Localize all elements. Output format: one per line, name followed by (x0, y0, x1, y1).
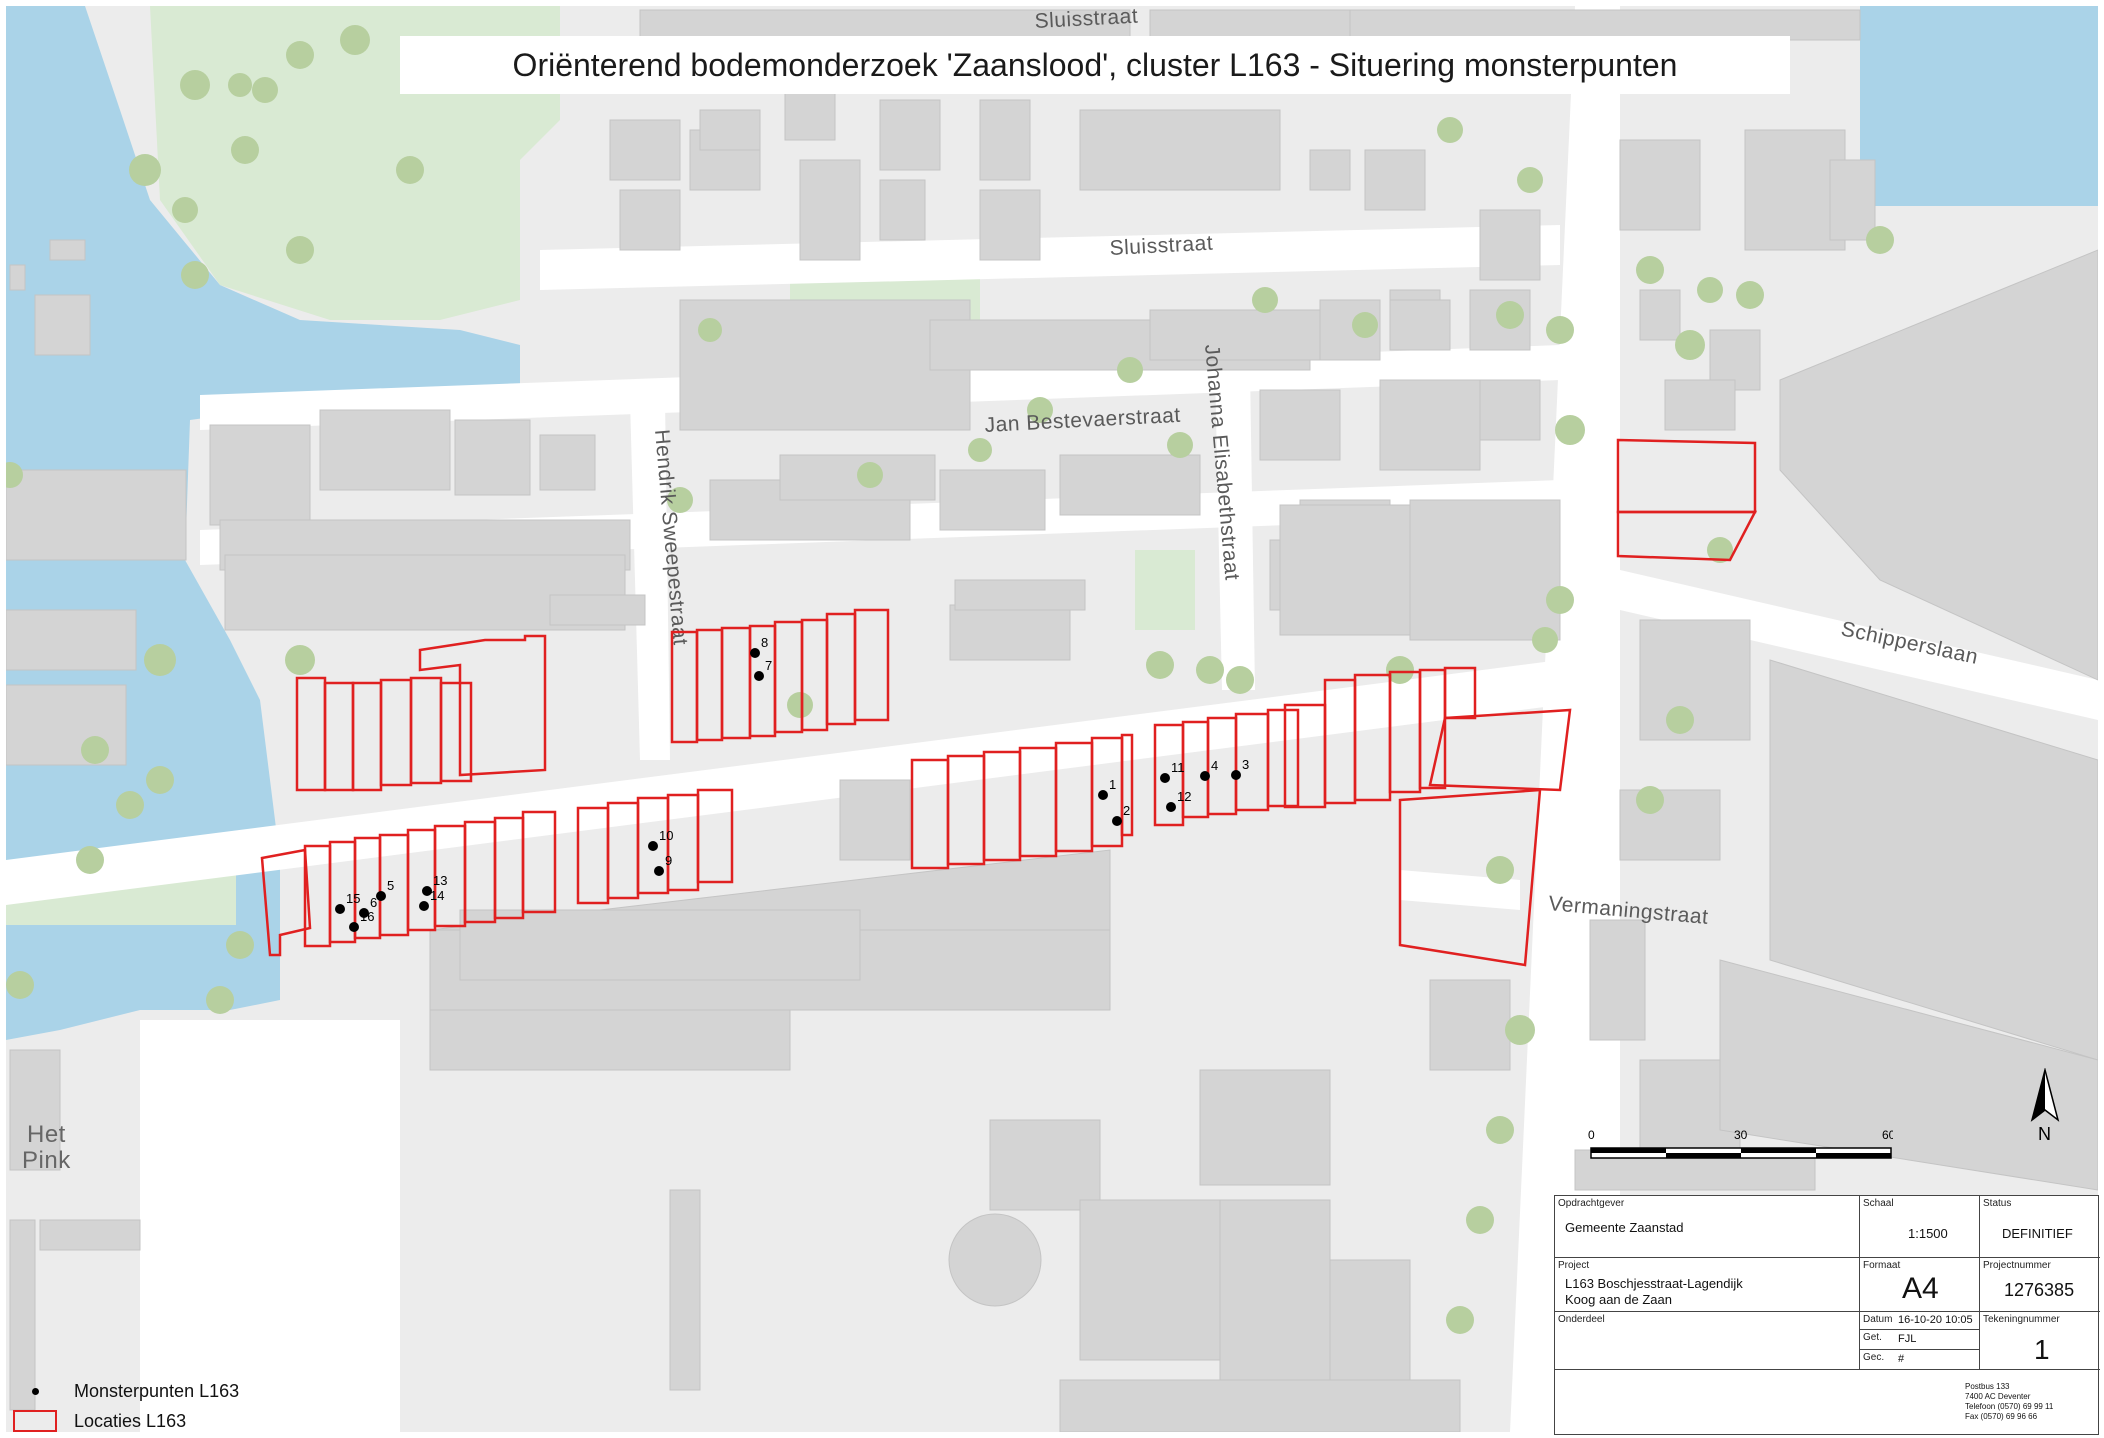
tb-formaat: Formaat A4 (1860, 1258, 1980, 1312)
tb-onderdeel: Onderdeel (1555, 1312, 1860, 1370)
tb-datum: Datum 16-10-20 10:05 (1860, 1312, 1980, 1330)
tb-label: Gec. (1863, 1352, 1885, 1363)
buildings (6, 9, 2098, 1432)
monsterpunt-6[interactable] (359, 908, 369, 918)
tb-value-gec: # (1898, 1353, 1905, 1365)
tb-address-3: Telefoon (0570) 69 99 11 (1965, 1402, 2054, 1411)
monsterpunt-13[interactable] (422, 886, 432, 896)
tb-address-1: Postbus 133 (1965, 1382, 2010, 1391)
tb-value-projectnummer: 1276385 (2004, 1280, 2075, 1300)
place-label-pink: Pink (22, 1147, 71, 1174)
tb-status: Status DEFINITIEF (1980, 1196, 2100, 1258)
tb-label: Status (1983, 1198, 2012, 1209)
tb-value-schaal: 1:1500 (1908, 1226, 1948, 1241)
scale-tick-30: 30 (1734, 1128, 1748, 1142)
trees (6, 25, 1894, 1334)
point-symbol-icon (31, 1387, 39, 1395)
scale-tick-60: 60 (1882, 1128, 1893, 1142)
locations-l163[interactable] (260, 438, 1758, 967)
north-label: N (2038, 1124, 2051, 1144)
tb-address: Postbus 133 7400 AC Deventer Telefoon (0… (1555, 1370, 2100, 1436)
place-label-het: Het (27, 1121, 66, 1148)
monsterpunt-label-15: 15 (346, 891, 360, 906)
tb-label: Formaat (1863, 1260, 1901, 1271)
tb-value-project-2: Koog aan de Zaan (1565, 1292, 1672, 1307)
tb-label: Opdrachtgever (1558, 1198, 1625, 1209)
scale-tick-0: 0 (1588, 1128, 1595, 1142)
tb-value-tekeningnummer: 1 (2034, 1334, 2050, 1365)
map-title: Oriënterend bodemonderzoek 'Zaanslood', … (400, 36, 1790, 94)
monsterpunt-7[interactable] (754, 671, 764, 681)
water-areas (6, 6, 2098, 1040)
monsterpunt-10[interactable] (648, 841, 658, 851)
monsterpunt-label-13: 13 (433, 873, 447, 888)
tb-label: Schaal (1863, 1198, 1894, 1209)
monsterpunt-8[interactable] (750, 648, 760, 658)
legend-row-points: Monsterpunten L163 (10, 1376, 239, 1406)
monsterpunt-15[interactable] (335, 904, 345, 914)
monsterpunt-1[interactable] (1098, 790, 1108, 800)
tb-label: Projectnummer (1983, 1260, 2051, 1271)
monsterpunt-9[interactable] (654, 866, 664, 876)
monsterpunt-14[interactable] (419, 901, 429, 911)
tb-address-2: 7400 AC Deventer (1965, 1392, 2031, 1401)
legend-label-locations: Locaties L163 (74, 1410, 187, 1431)
roads (6, 6, 2098, 1432)
title-block: Opdrachtgever Gemeente Zaanstad Schaal 1… (1554, 1195, 2100, 1436)
tb-label: Tekeningnummer (1983, 1314, 2060, 1325)
tb-value-status: DEFINITIEF (2002, 1226, 2073, 1241)
monsterpunt-label-9: 9 (665, 853, 672, 868)
monsterpunt-12[interactable] (1166, 802, 1176, 812)
monsterpunt-label-14: 14 (430, 888, 444, 903)
legend-label-points: Monsterpunten L163 (74, 1380, 240, 1401)
legend: Monsterpunten L163 Locaties L163 (10, 1376, 239, 1436)
tb-label: Project (1558, 1260, 1590, 1271)
tb-opdrachtgever: Opdrachtgever Gemeente Zaanstad (1555, 1196, 1860, 1258)
monsterpunt-label-10: 10 (659, 828, 673, 843)
monsterpunt-3[interactable] (1231, 770, 1241, 780)
monsterpunt-5[interactable] (376, 891, 386, 901)
monsterpunt-label-6: 6 (370, 895, 377, 910)
tb-value-get: FJL (1898, 1333, 1917, 1345)
tb-get: Get. FJL (1860, 1330, 1980, 1350)
tb-gec: Gec. # (1860, 1350, 1980, 1370)
monsterpunt-label-2: 2 (1123, 803, 1130, 818)
monsterpunt-2[interactable] (1112, 816, 1122, 826)
monsterpunt-label-11: 11 (1171, 760, 1185, 775)
tb-tekeningnummer: Tekeningnummer 1 (1980, 1312, 2100, 1370)
monsterpunt-11[interactable] (1160, 773, 1170, 783)
tb-value-formaat: A4 (1902, 1272, 1939, 1305)
north-arrow-icon: N (2030, 1068, 2060, 1144)
location-symbol-icon (13, 1410, 57, 1432)
monsterpunt-label-4: 4 (1211, 758, 1218, 773)
scale-bar: 0 30 60 m (1588, 1128, 1893, 1159)
monsterpunt-label-7: 7 (765, 658, 772, 673)
monsterpunt-4[interactable] (1200, 771, 1210, 781)
tb-label: Onderdeel (1558, 1314, 1605, 1325)
tb-projectnummer: Projectnummer 1276385 (1980, 1258, 2100, 1312)
monsterpunt-label-1: 1 (1109, 777, 1116, 792)
monsterpunt-label-12: 12 (1177, 789, 1191, 804)
monsterpunt-label-5: 5 (387, 878, 394, 893)
tb-project: Project L163 Boschjesstraat-Lagendijk Ko… (1555, 1258, 1860, 1312)
tb-value-project-1: L163 Boschjesstraat-Lagendijk (1565, 1276, 1743, 1291)
tb-value-opdrachtgever: Gemeente Zaanstad (1565, 1220, 1684, 1235)
legend-row-locations: Locaties L163 (10, 1406, 239, 1436)
tb-value-datum: 16-10-20 10:05 (1898, 1314, 1973, 1326)
tb-schaal: Schaal 1:1500 (1860, 1196, 1980, 1258)
tb-label: Get. (1863, 1332, 1882, 1343)
monsterpunt-label-3: 3 (1242, 757, 1249, 772)
map-canvas[interactable]: Sluisstraat Sluisstraat Jan Bestevaerstr… (6, 6, 2098, 1432)
monsterpunt-16[interactable] (349, 922, 359, 932)
monsterpunt-label-8: 8 (761, 635, 768, 650)
monsterpunt-label-16: 16 (360, 909, 374, 924)
tb-label: Datum (1863, 1314, 1893, 1325)
street-label-sluisstraat: Sluisstraat (1109, 232, 1214, 260)
tb-address-4: Fax (0570) 69 96 66 (1965, 1412, 2038, 1421)
